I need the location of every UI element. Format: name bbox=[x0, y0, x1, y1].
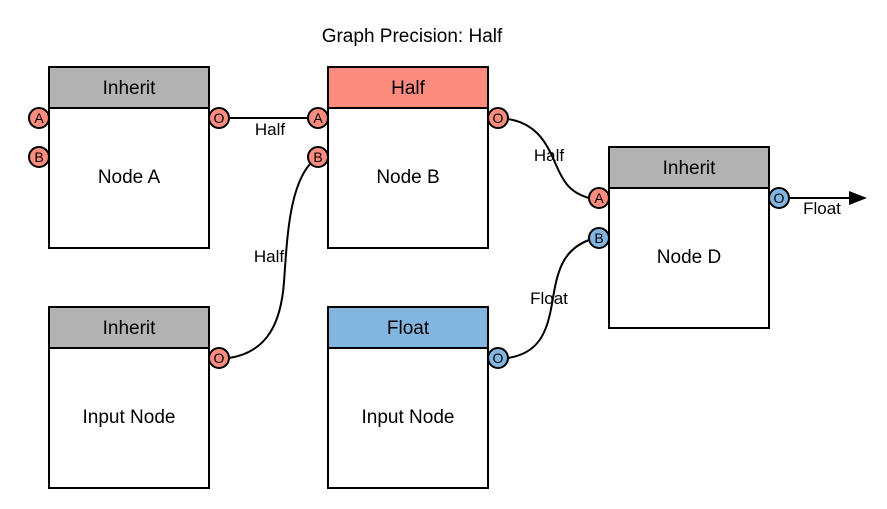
node-b-header bbox=[327, 66, 489, 109]
node-b-header-label: Half bbox=[391, 78, 426, 99]
input-mid-header-label: Float bbox=[387, 318, 430, 339]
node-b-port-o bbox=[487, 107, 509, 129]
node-d-header bbox=[608, 146, 770, 189]
input-left-port-o-label: O bbox=[214, 350, 225, 366]
node-node-d: Inherit Node D A B O bbox=[588, 146, 790, 329]
output-arrowhead-icon bbox=[849, 191, 867, 205]
edge-label-b-to-d: Half bbox=[534, 146, 565, 165]
edge-input-mid-to-node-d bbox=[507, 239, 590, 359]
node-input-mid: Float Input Node O bbox=[327, 306, 509, 489]
node-a-header-label: Inherit bbox=[103, 78, 157, 99]
node-input-left: Inherit Input Node O bbox=[48, 306, 230, 489]
edge-node-b-to-node-d bbox=[507, 118, 590, 199]
node-a-port-b bbox=[28, 146, 50, 168]
node-a-header bbox=[48, 66, 210, 109]
node-b-port-b-label: B bbox=[313, 149, 322, 165]
edge-label-d-output: Float bbox=[803, 199, 841, 218]
input-left-port-o bbox=[208, 347, 230, 369]
input-left-header bbox=[48, 306, 210, 349]
node-d-port-a bbox=[588, 187, 610, 209]
node-b-port-a-label: A bbox=[313, 110, 323, 126]
input-left-title: Input Node bbox=[83, 407, 176, 428]
edge-label-a-to-b: Half bbox=[255, 120, 286, 139]
node-d-header-label: Inherit bbox=[663, 158, 717, 179]
node-a-port-o bbox=[208, 107, 230, 129]
node-b-title: Node B bbox=[376, 167, 439, 188]
edge-input-left-to-node-b bbox=[228, 163, 311, 359]
edge-label-inputmid-to-d: Float bbox=[530, 289, 568, 308]
input-mid-port-o bbox=[487, 347, 509, 369]
node-node-b: Half Node B A B O bbox=[307, 66, 509, 249]
node-a-port-b-label: B bbox=[34, 149, 43, 165]
diagram-title: Graph Precision: Half bbox=[322, 26, 503, 47]
node-d-title: Node D bbox=[657, 247, 721, 268]
input-mid-header bbox=[327, 306, 489, 349]
node-b-port-a bbox=[307, 107, 329, 129]
node-node-a: Inherit Node A A B O bbox=[28, 66, 230, 249]
node-d-port-o-label: O bbox=[774, 190, 785, 206]
input-mid-title: Input Node bbox=[362, 407, 455, 428]
input-left-header-label: Inherit bbox=[103, 318, 157, 339]
node-b-port-b bbox=[307, 146, 329, 168]
node-d-port-a-label: A bbox=[594, 190, 604, 206]
node-a-port-a-label: A bbox=[34, 110, 44, 126]
node-b-port-o-label: O bbox=[493, 110, 504, 126]
node-a-port-a bbox=[28, 107, 50, 129]
edge-label-inputleft-to-b: Half bbox=[254, 247, 285, 266]
node-d-port-b-label: B bbox=[594, 230, 603, 246]
node-d-port-o bbox=[768, 187, 790, 209]
node-d-port-b bbox=[588, 227, 610, 249]
input-mid-port-o-label: O bbox=[493, 350, 504, 366]
node-a-title: Node A bbox=[98, 167, 161, 188]
node-a-port-o-label: O bbox=[214, 110, 225, 126]
